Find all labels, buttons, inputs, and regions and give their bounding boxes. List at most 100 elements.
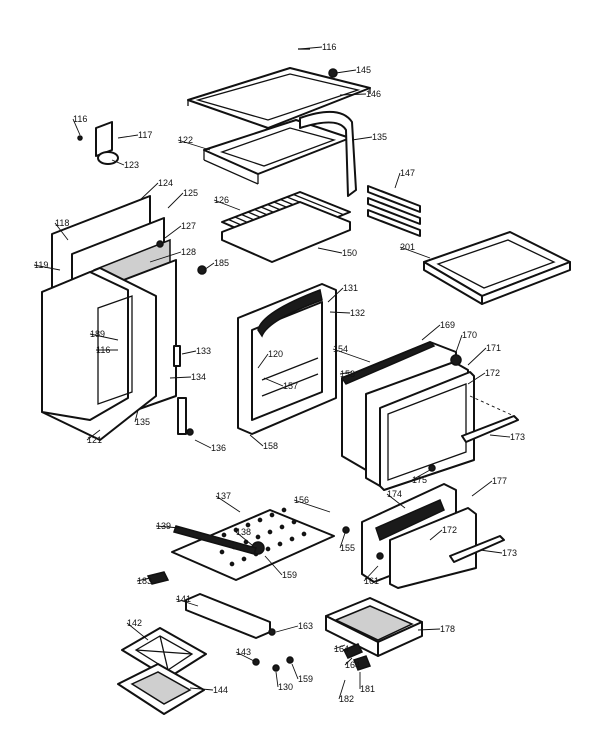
callout-leader <box>167 192 184 209</box>
callout-leader <box>149 251 182 263</box>
callout-leader <box>117 134 139 139</box>
callout-145: 145 <box>335 65 371 75</box>
callout-leader <box>194 439 212 449</box>
callout-label: 126 <box>214 195 229 205</box>
callout-leader <box>136 577 151 582</box>
callout-label: 153 <box>340 369 355 379</box>
callout-185: 185 <box>203 258 229 271</box>
callout-144: 144 <box>189 685 228 695</box>
callout-137: 137 <box>215 491 241 513</box>
bracket-117 <box>77 121 119 165</box>
callout-leader <box>429 529 443 541</box>
callout-label: 144 <box>213 685 228 695</box>
callout-label: 189 <box>90 329 105 339</box>
callout-leader <box>263 377 284 387</box>
callout-leader <box>317 247 343 254</box>
panel-knob-hole <box>277 541 283 547</box>
callout-label: 175 <box>412 475 427 485</box>
panel-knob-hole <box>269 512 275 518</box>
side-trim-147 <box>367 185 421 237</box>
callout-label: 131 <box>343 283 358 293</box>
callout-label: 138 <box>236 527 251 537</box>
callout-134: 134 <box>169 372 206 382</box>
panel-knob-hole <box>267 529 273 535</box>
callout-leader <box>213 199 241 211</box>
callout-leader <box>386 493 406 509</box>
panel-knob-hole <box>229 561 235 567</box>
back-panel <box>299 111 357 197</box>
callout-leader <box>363 565 379 582</box>
oven-door <box>340 341 475 491</box>
callout-label: 130 <box>278 682 293 692</box>
door-handle-upper <box>461 395 519 443</box>
toe-kick <box>185 593 271 639</box>
callout-120: 120 <box>257 349 283 369</box>
callout-label: 159 <box>282 570 297 580</box>
callout-leader <box>293 499 331 513</box>
callout-leader <box>203 262 215 271</box>
callout-154: 154 <box>332 344 371 363</box>
callout-label: 120 <box>268 349 283 359</box>
callout-label: 174 <box>387 489 402 499</box>
panel-knob-hole <box>221 532 227 538</box>
callout-leader <box>181 350 197 355</box>
callout-label: 181 <box>360 684 375 694</box>
callout-147: 147 <box>394 168 415 189</box>
oven-front-frame <box>237 283 337 435</box>
callout-leader <box>338 679 346 700</box>
callout-label: 142 <box>127 618 142 628</box>
callout-label: 122 <box>178 135 193 145</box>
callout-label: 125 <box>183 188 198 198</box>
callout-leader <box>327 287 344 303</box>
left-side-panel <box>41 267 157 441</box>
broiler-pan <box>423 231 571 305</box>
callout-119: 119 <box>33 260 61 271</box>
panel-knob-hole <box>233 527 239 533</box>
callout-leader <box>33 264 61 271</box>
callout-leader <box>257 353 269 369</box>
callout-174: 174 <box>386 489 406 509</box>
callout-leader <box>264 555 283 576</box>
callout-201: 201 <box>399 242 431 259</box>
callout-label: 124 <box>158 178 173 188</box>
callout-leader <box>235 651 257 663</box>
callout-leader <box>215 495 241 513</box>
callout-label: 185 <box>214 258 229 268</box>
callout-leader <box>86 429 101 441</box>
callout-122: 122 <box>177 135 211 151</box>
callout-leader <box>72 118 81 136</box>
callout-139: 139 <box>155 521 181 531</box>
callout-label: 159 <box>298 674 313 684</box>
callout-leader <box>421 324 441 341</box>
callout-155: 155 <box>339 529 355 553</box>
callout-157: 157 <box>263 377 298 391</box>
callout-178: 178 <box>417 624 455 634</box>
callout-189: 189 <box>89 329 119 341</box>
callout-177: 177 <box>471 476 507 497</box>
callout-label: 116 <box>322 42 336 52</box>
callout-leader <box>399 246 431 259</box>
panel-knob-hole <box>301 531 307 537</box>
callout-leader <box>411 469 431 481</box>
callout-164b: 164 <box>344 657 360 670</box>
callout-leader <box>339 371 353 375</box>
panel-knob-hole <box>245 522 251 528</box>
callout-161: 161 <box>363 565 379 586</box>
callout-leader <box>479 549 503 554</box>
callout-label: 154 <box>333 344 348 354</box>
burner-box <box>203 119 351 185</box>
callout-label: 157 <box>283 381 298 391</box>
callout-158: 158 <box>249 434 278 451</box>
callout-label: 171 <box>486 343 501 353</box>
callout-146: 146 <box>339 89 381 99</box>
callout-label: 137 <box>216 491 231 501</box>
callout-label: 183 <box>137 576 152 586</box>
callout-leader <box>454 334 463 356</box>
callout-leader <box>471 480 493 497</box>
callout-126: 126 <box>213 195 241 211</box>
callout-123: 123 <box>111 159 139 170</box>
callout-label: 169 <box>440 320 455 330</box>
callout-label: 177 <box>492 476 507 486</box>
callout-label: 133 <box>196 346 211 356</box>
